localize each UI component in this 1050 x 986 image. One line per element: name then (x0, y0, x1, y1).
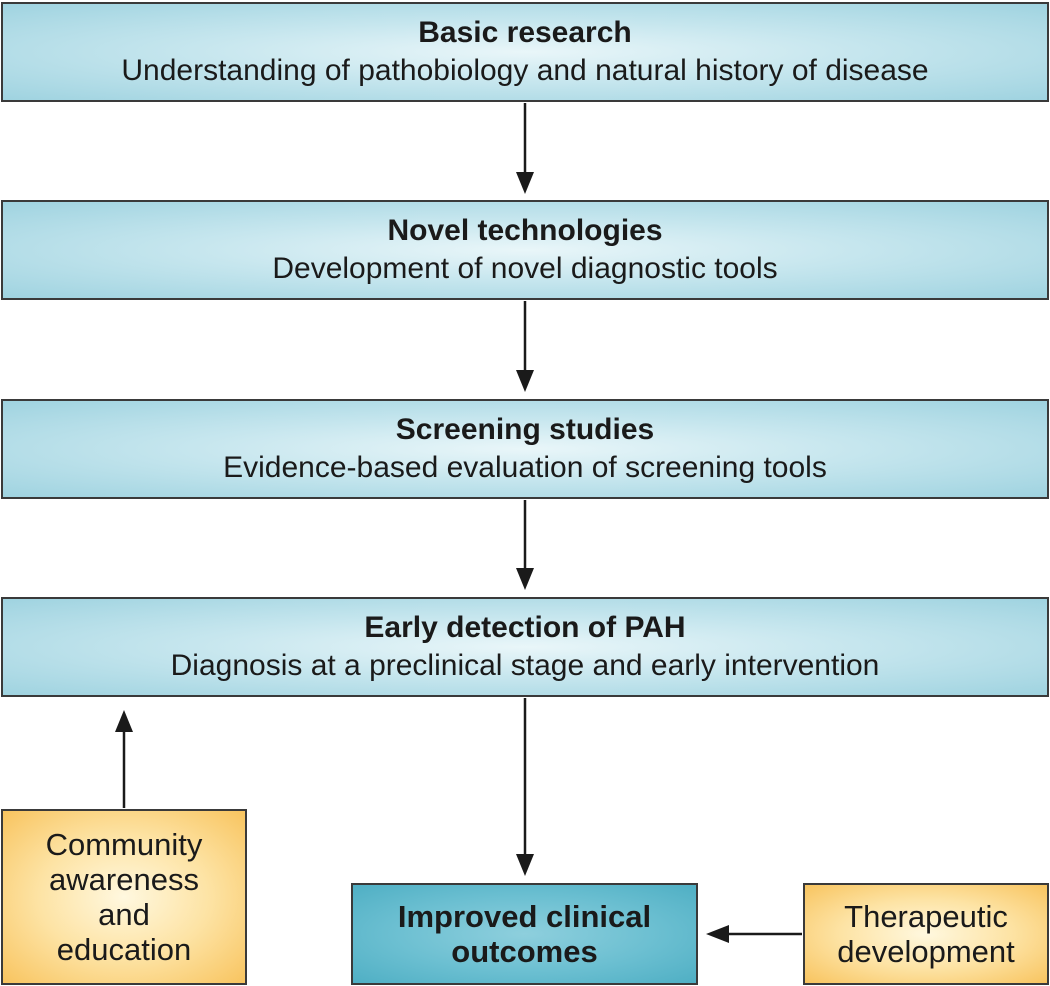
community-line: and (98, 897, 150, 932)
therapeutic-line: Therapeutic (844, 899, 1008, 934)
improved-outcomes-box: Improved clinical outcomes (351, 883, 698, 985)
stage-description: Diagnosis at a preclinical stage and ear… (170, 649, 880, 682)
community-awareness-box: Community awareness and education (1, 809, 247, 985)
stage-box-basic-research: Basic research Understanding of pathobio… (1, 2, 1049, 102)
stage-box-novel-technologies: Novel technologies Development of novel … (1, 200, 1049, 300)
therapeutic-development-box: Therapeutic development (803, 883, 1049, 985)
community-line: education (56, 932, 192, 967)
stage-title: Screening studies (395, 413, 655, 446)
stage-title: Novel technologies (387, 214, 663, 247)
arrow-therapeutic-to-outcomes (706, 925, 802, 943)
community-line: Community (45, 827, 203, 862)
stage-description: Understanding of pathobiology and natura… (121, 54, 929, 87)
stage-description: Development of novel diagnostic tools (272, 252, 778, 285)
stage-title: Basic research (418, 16, 632, 49)
arrow-community-to-detection (115, 710, 133, 808)
community-line: awareness (49, 862, 199, 897)
stage-box-early-detection: Early detection of PAH Diagnosis at a pr… (1, 597, 1049, 697)
stage-description: Evidence-based evaluation of screening t… (223, 451, 827, 484)
therapeutic-line: development (837, 934, 1015, 969)
arrow-detection-to-outcomes (516, 698, 534, 876)
arrow-novel-to-screening (516, 301, 534, 392)
stage-title: Early detection of PAH (364, 611, 686, 644)
stage-box-screening-studies: Screening studies Evidence-based evaluat… (1, 399, 1049, 499)
arrow-basic-to-novel (516, 103, 534, 194)
outcome-line: outcomes (451, 934, 598, 969)
arrow-screening-to-detection (516, 500, 534, 590)
outcome-line: Improved clinical (397, 899, 652, 934)
